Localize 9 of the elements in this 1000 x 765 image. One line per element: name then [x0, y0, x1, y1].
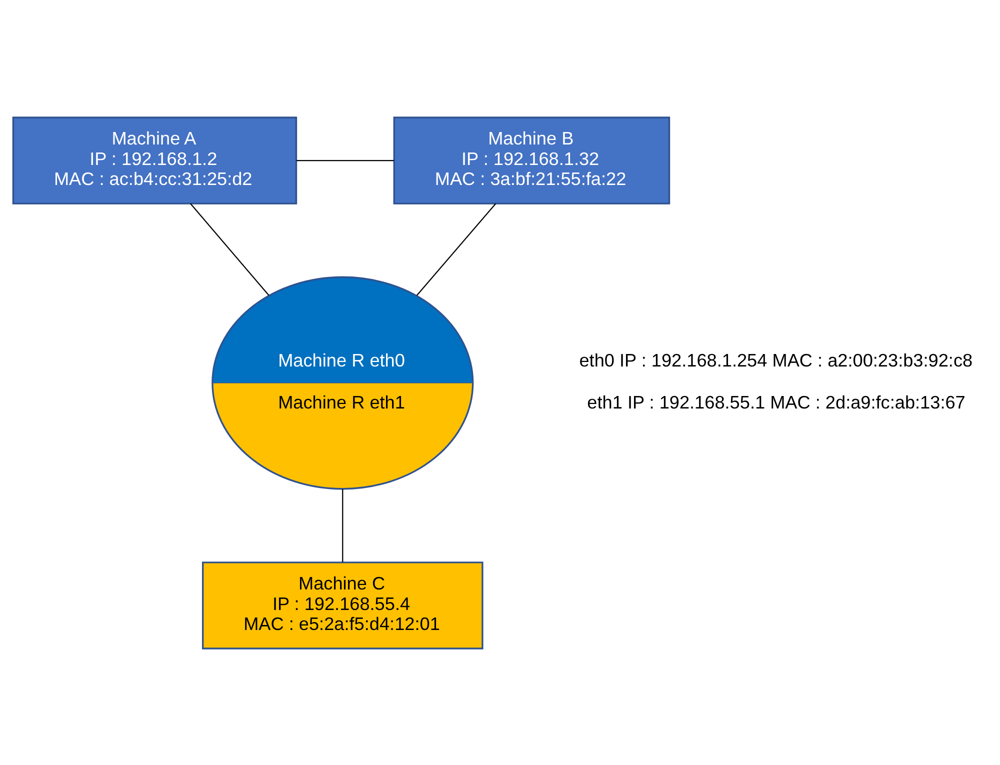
connector: [190, 202, 270, 296]
connector: [296, 159, 394, 161]
connector: [342, 488, 344, 562]
node-label: eth0 IP : 192.168.1.254 MAC : a2:00:23:b3:92:c8: [579, 350, 973, 370]
node-label: eth1 IP : 192.168.55.1 MAC : 2d:a9:fc:ab:13:67: [587, 392, 966, 412]
node-box: Machine A IP : 192.168.1.2 MAC : ac:b4:cc:31:25:d2: [12, 116, 298, 204]
node-box: Machine B IP : 192.168.1.32 MAC : 3a:bf:21:55:fa:22: [393, 116, 670, 204]
connector: [416, 202, 496, 296]
node-box: Machine C IP : 192.168.55.4 MAC : e5:2a:f5:d4:12:01: [202, 561, 484, 649]
